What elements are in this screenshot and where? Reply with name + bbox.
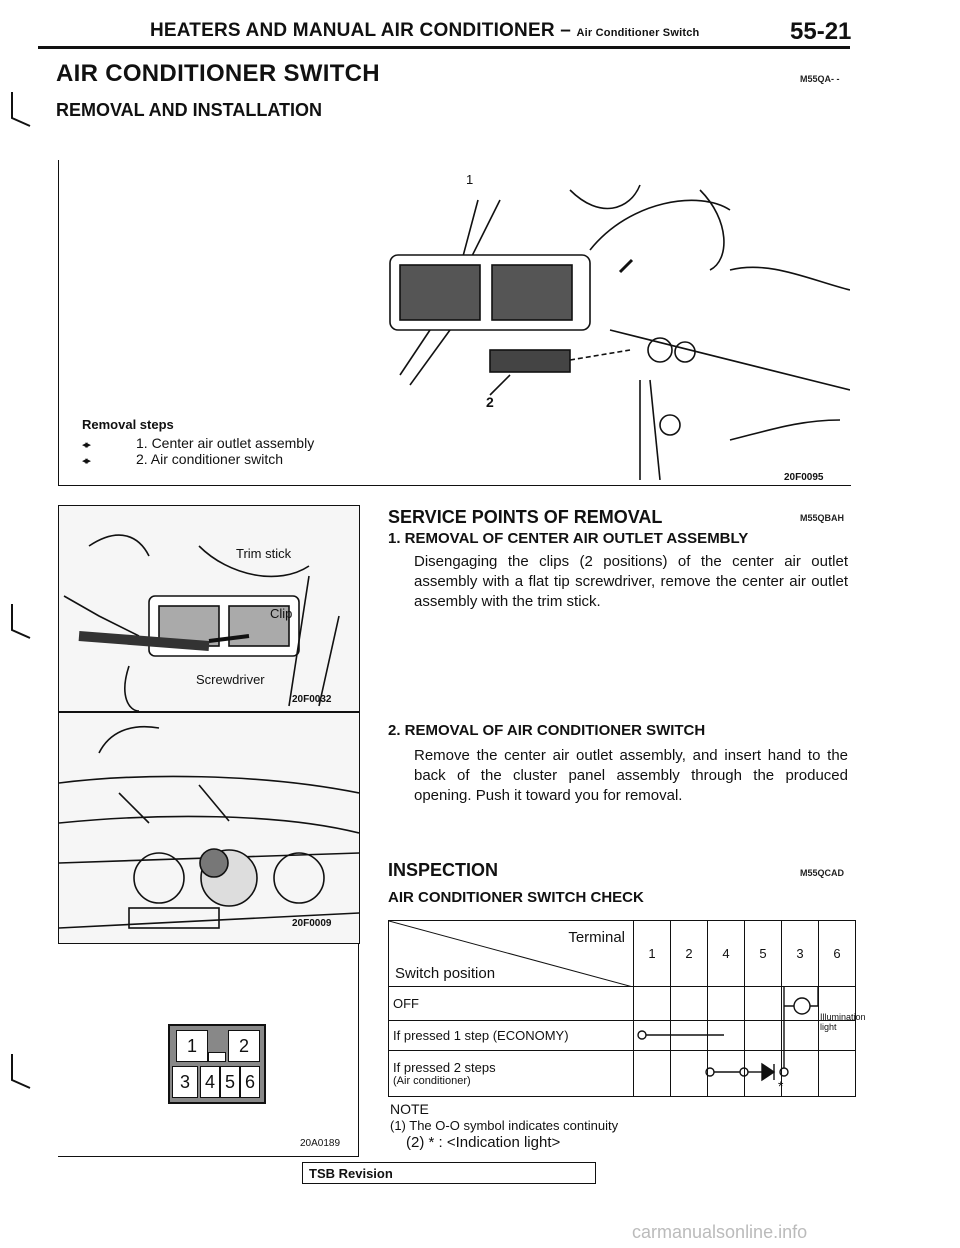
terminal-header: 1 [633, 920, 671, 987]
step2-text: Remove the center air outlet assembly, a… [414, 747, 848, 804]
figure1-code: 20F0095 [784, 472, 824, 483]
header-title: HEATERS AND MANUAL AIR CONDITIONER – Air… [150, 20, 699, 42]
removal-figure-box [58, 160, 851, 486]
removal-step-1: ◂▸ 1. Center air outlet assembly [82, 435, 314, 451]
table-corner-cell: Terminal Switch position [388, 920, 634, 987]
binding-mark [11, 1054, 31, 1089]
continuity-node [779, 1067, 789, 1077]
note-line-1: (1) The O-O symbol indicates continuity [390, 1118, 619, 1133]
lamp-icon [793, 997, 811, 1015]
continuity-symbols [637, 986, 819, 1082]
removal-step-1-text: 1. Center air outlet assembly [136, 435, 315, 451]
service-points-code: M55QBAH [800, 513, 845, 523]
removal-steps-title: Removal steps [82, 417, 174, 432]
binding-mark [11, 604, 31, 639]
cell [670, 986, 708, 1021]
connector-pin-6: 6 [240, 1066, 260, 1098]
dashboard-illustration [389, 184, 850, 480]
connector-pin-4: 4 [200, 1066, 220, 1098]
tsb-revision-box: TSB Revision [302, 1162, 596, 1184]
removal-step-2: ◂▸ 2. Air conditioner switch [82, 451, 283, 467]
trim-stick-figure [58, 505, 360, 712]
continuity-node [739, 1067, 749, 1077]
removal-step-2-text: 2. Air conditioner switch [136, 451, 284, 467]
indication-asterisk: * [778, 1078, 784, 1094]
switch-connector: 1 2 3 4 5 6 [168, 1024, 266, 1104]
figure4-code: 20A0189 [300, 1138, 341, 1149]
lamp-wire [784, 986, 819, 1007]
connector-pin-2: 2 [228, 1030, 260, 1062]
figure3-code: 20F0009 [292, 918, 332, 929]
inspection-subtitle: AIR CONDITIONER SWITCH CHECK [388, 889, 644, 906]
service-points-title: SERVICE POINTS OF REMOVAL [388, 507, 663, 527]
header-title-text: HEATERS AND MANUAL AIR CONDITIONER [150, 20, 555, 41]
inspection-title: INSPECTION [388, 860, 499, 880]
cell [818, 1050, 856, 1097]
terminal-header: 4 [707, 920, 745, 987]
note-title: NOTE [390, 1101, 429, 1117]
callout-2: 2 [486, 394, 494, 410]
label-screwdriver: Screwdriver [196, 672, 265, 687]
note-line-2: (2) * : <Indication light> [406, 1134, 561, 1151]
terminal-header: 2 [670, 920, 708, 987]
terminal-label: Terminal [568, 929, 625, 946]
row-label-economy: If pressed 1 step (ECONOMY) [388, 1020, 634, 1051]
cell [818, 1020, 856, 1051]
terminal-header: 3 [781, 920, 819, 987]
figure2-code: 20F0032 [292, 694, 332, 705]
step1-text: Disengaging the clips (2 positions) of t… [414, 553, 848, 610]
connector-figure: 1 2 3 4 5 6 20A0189 [58, 944, 359, 1157]
inspection-code: M55QCAD [800, 868, 845, 878]
connector-pin-1: 1 [176, 1030, 208, 1062]
cluster-panel-figure [58, 712, 360, 944]
step1-title: 1. REMOVAL OF CENTER AIR OUTLET ASSEMBLY [388, 530, 749, 547]
arrow-marker-icon: ◂▸ [82, 439, 91, 451]
label-trim-stick: Trim stick [236, 546, 292, 561]
header-rule [38, 46, 850, 49]
terminal-header: 5 [744, 920, 782, 987]
cluster-panel-illustration [58, 726, 360, 929]
binding-mark [11, 92, 31, 127]
row-label-ac-sub: (Air conditioner) [393, 1075, 471, 1087]
position-label: Switch position [395, 965, 496, 982]
row-label-ac: If pressed 2 steps (Air conditioner) [388, 1050, 634, 1097]
row-label-off: OFF [388, 986, 634, 1021]
connector-pin-3: 3 [172, 1066, 198, 1098]
header-dash: – [560, 20, 572, 41]
connector-pin-5: 5 [220, 1066, 240, 1098]
section-code: M55QA- - [800, 74, 840, 84]
cell [670, 1050, 708, 1097]
diode-icon [761, 1062, 776, 1082]
continuity-node [705, 1067, 715, 1077]
watermark: carmanualsonline.info [632, 1222, 808, 1242]
arrow-marker-icon: ◂▸ [82, 455, 91, 467]
callout-1: 1 [466, 172, 474, 187]
label-clip: Clip [270, 606, 293, 621]
header-subtitle: Air Conditioner Switch [576, 27, 700, 39]
cell [633, 1050, 671, 1097]
trim-stick-illustration [63, 534, 340, 712]
continuity-node [637, 1030, 647, 1040]
switch-check-table: Terminal Switch position 1 2 4 5 3 6 OFF… [388, 920, 866, 1097]
check-table: Terminal Switch position 1 2 4 5 3 6 OFF… [388, 920, 856, 1097]
diagonal-line [389, 921, 633, 987]
page-number: 55-21 [790, 18, 852, 45]
terminal-header: 6 [818, 920, 856, 987]
connector-key [208, 1052, 226, 1062]
section-title: AIR CONDITIONER SWITCH [56, 60, 380, 87]
step2-title: 2. REMOVAL OF AIR CONDITIONER SWITCH [388, 722, 706, 739]
illumination-label: Illumination light [820, 1012, 866, 1032]
row-label-ac-main: If pressed 2 steps [393, 1060, 496, 1075]
section-subtitle: REMOVAL AND INSTALLATION [56, 100, 322, 120]
